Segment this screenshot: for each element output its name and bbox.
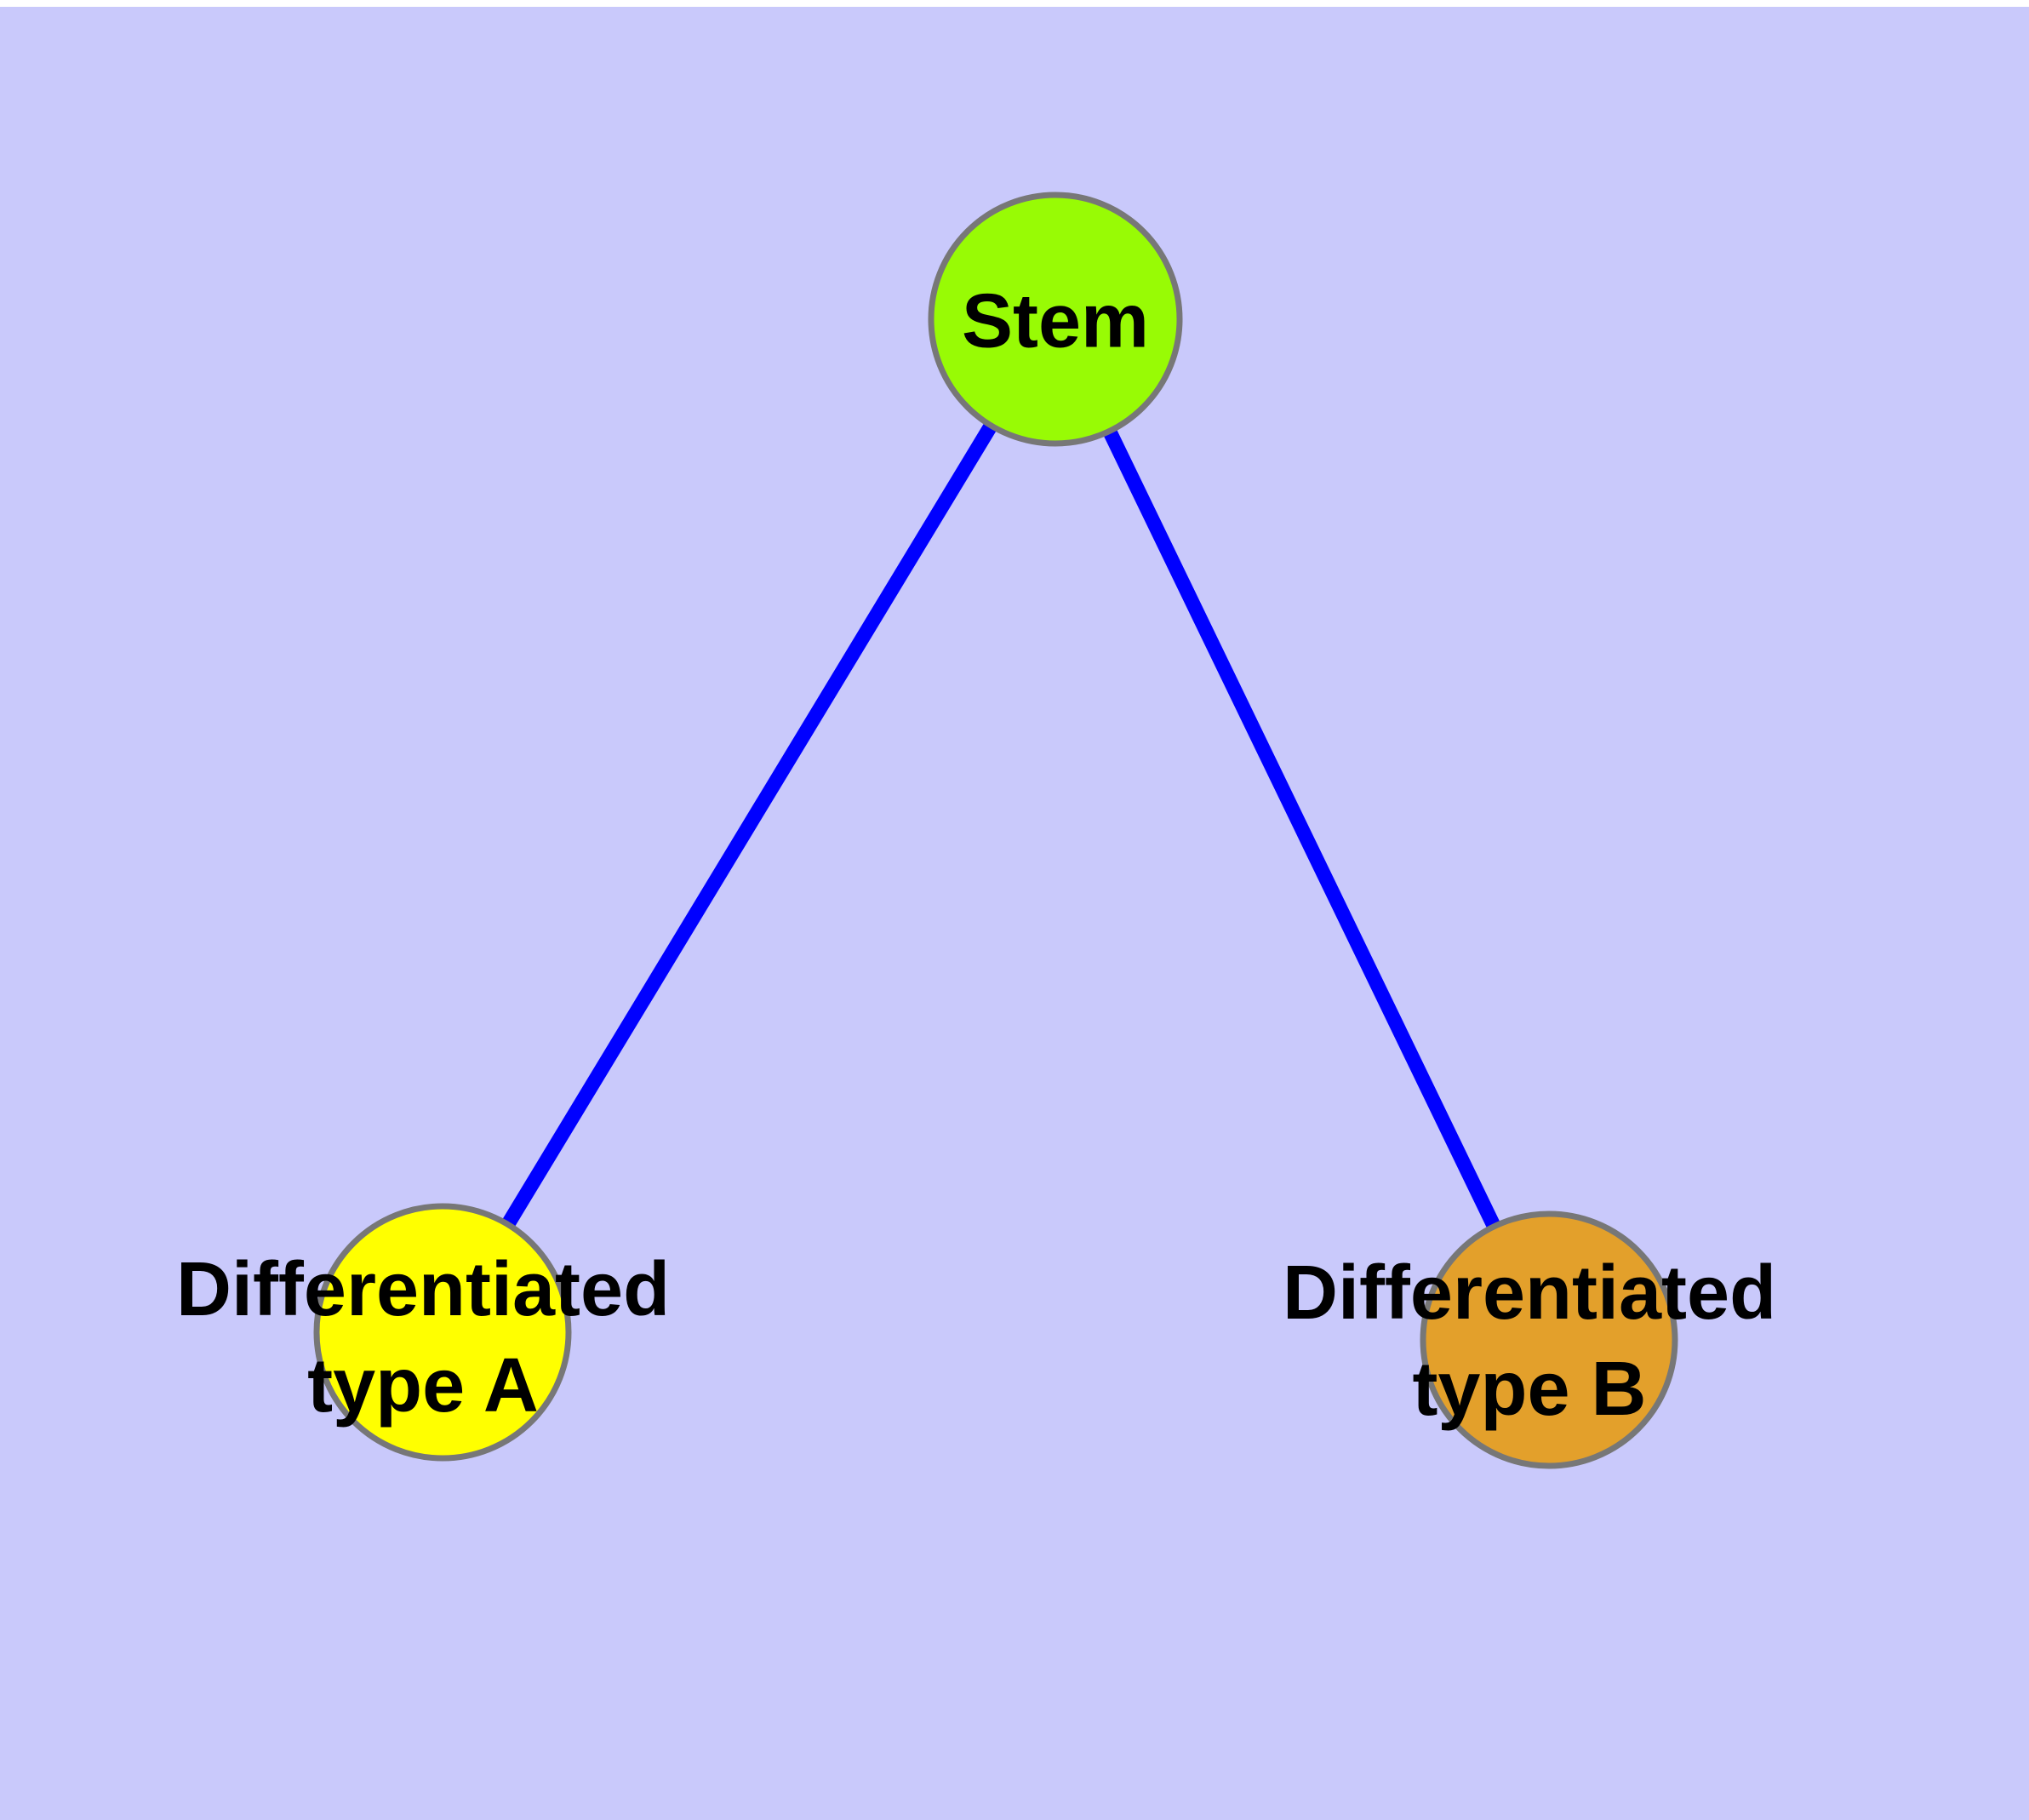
node-type-a-label: Differentiated type A [175, 1247, 671, 1428]
node-type-b-circle [1420, 1210, 1678, 1469]
node-type-a-circle [313, 1203, 572, 1462]
edge-stem-to-type-a [436, 315, 1062, 1336]
top-margin-strip [0, 0, 2029, 7]
node-stem-circle [928, 192, 1183, 447]
edge-stem-to-type-b [1049, 316, 1556, 1343]
node-type-b-label: Differentiated type B [1282, 1251, 1777, 1432]
node-stem-label: Stem [961, 278, 1150, 364]
